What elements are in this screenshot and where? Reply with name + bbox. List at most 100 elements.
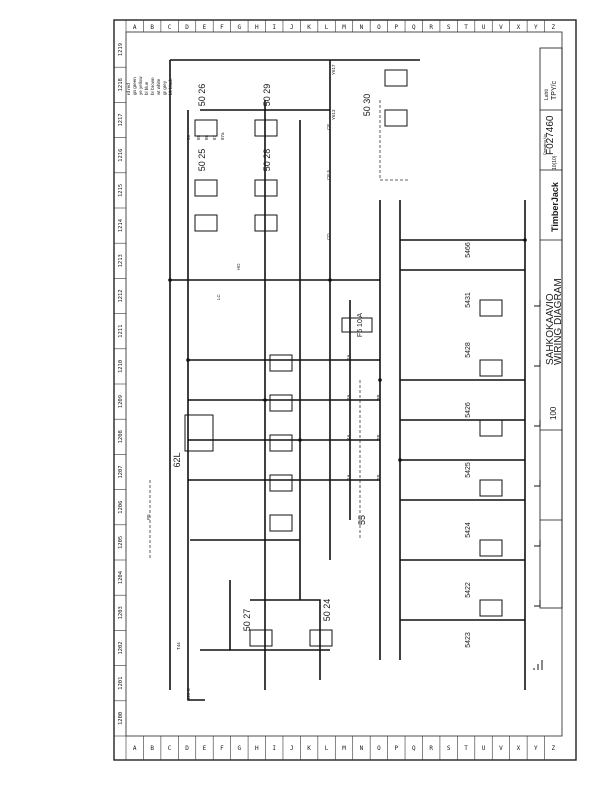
row-label-bottom: L [325,745,329,752]
row-label-top: O [377,24,381,31]
bottom-relay-label: 5426 [465,402,472,418]
fuse-label: F5 10 A [357,313,364,337]
row-label-top: Q [412,24,416,31]
row-label-bottom: Z [551,745,555,752]
junction-dots [168,238,527,462]
row-label-bottom: J [290,745,294,752]
wire-label: 3B [376,394,381,400]
row-label-top: E [203,24,207,31]
relay-group-bottom [249,299,503,647]
row-label-bottom: X [517,745,521,752]
column-label-text: 1218 [118,78,124,91]
column-label: 1215 [118,184,124,197]
wire-label: CD [326,233,331,240]
column-label: 1212 [118,289,124,302]
row-label-bottom: Q [412,745,416,752]
row-label-top: I [272,24,276,31]
wire-label: HD [236,263,241,270]
column-label-text: 1206 [118,501,124,514]
relay-label: 50 27 [242,609,252,632]
row-label-top: K [307,24,311,31]
relay-group-middle [184,317,373,532]
location: Lahti [544,89,550,100]
wire-label: CE [326,124,331,130]
title-line-2: WIRING DIAGRAM [553,278,564,365]
wire-label: LC [216,293,221,300]
company-name: TimberJack [550,181,560,232]
column-label: 1211 [118,325,124,338]
row-label-top: L [325,24,329,31]
dashed-wiring [149,100,410,560]
legend-entry: wt white [156,78,161,95]
wire-label: CE 5 [326,169,331,180]
legend-entry: rd red [126,83,131,95]
wire-label: Y613 [331,109,336,120]
column-label: 1208 [118,430,124,443]
contact-label: 86 [204,134,209,140]
column-label-text: 1212 [118,289,124,302]
row-label-top: S [447,24,451,31]
title-block: TimberJack SAHKOKAAVIO WIRING DIAGRAM 10… [539,47,564,609]
bottom-relay-label: 5466 [465,242,472,258]
column-label-text: 1210 [118,360,124,373]
contact-label: 87 [212,134,217,140]
column-label-text: 1207 [118,465,124,478]
contact-label: 85 [196,134,201,140]
column-label: 1210 [118,360,124,373]
row-label-top: B [150,24,154,31]
row-label-top: R [429,24,433,31]
column-labels: 1200120112021203120412051206120712081209… [118,43,124,725]
relay-label: 50 30 [362,94,372,117]
wire-label: 2A [346,354,351,360]
ground-symbols [533,300,543,670]
title-line-1: SAHKOKAAVIO [545,293,556,365]
bottom-relay-label: 5431 [465,292,472,308]
column-label: 1205 [118,536,124,549]
row-label-top: M [342,24,346,31]
outer-frame [113,19,577,761]
wire-label: 120 B [186,688,191,700]
row-label-top: Y [534,24,538,31]
row-label-bottom: K [307,745,311,752]
column-label: 1200 [118,712,124,725]
row-label-top: X [517,24,521,31]
column-label-text: 1211 [118,325,124,338]
row-label-top: T [464,24,468,31]
row-label-bottom: S [447,745,451,752]
column-label: 1202 [118,641,124,654]
row-label-top: F [220,24,224,31]
row-label-bottom: F [220,745,224,752]
wire-label: 1A [346,474,351,480]
row-label-bottom: V [499,745,503,752]
wire-label: T44 [176,642,181,650]
row-label-top: Z [551,24,555,31]
row-label-bottom: Y [534,745,538,752]
contact-label: 87a [220,132,225,140]
column-label-text: 1202 [118,641,124,654]
column-label: 1219 [118,43,124,56]
row-label-top: V [499,24,503,31]
relay-label: 50 29 [262,84,272,107]
relay-label: 50 26 [197,84,207,107]
relay-label: 50 25 [197,149,207,172]
wire-label: 3A [346,394,351,400]
row-label-bottom: C [168,745,172,752]
column-label: 1206 [118,501,124,514]
relay-label: 62L [172,452,182,467]
row-label-bottom: N [360,745,364,752]
wire-label: 1B [376,474,381,480]
column-label-text: 1204 [118,570,124,584]
row-label-top: U [482,24,486,31]
row-label-bottom: D [185,745,189,752]
legend-entry: br brown [150,77,155,95]
column-label-text: 1203 [118,606,124,619]
row-label-top: N [360,24,364,31]
legend-entry: gn green [132,77,137,95]
column-label-text: 1214 [118,218,124,232]
bottom-relay-label: 5425 [465,462,472,478]
row-label-top: H [255,24,259,31]
